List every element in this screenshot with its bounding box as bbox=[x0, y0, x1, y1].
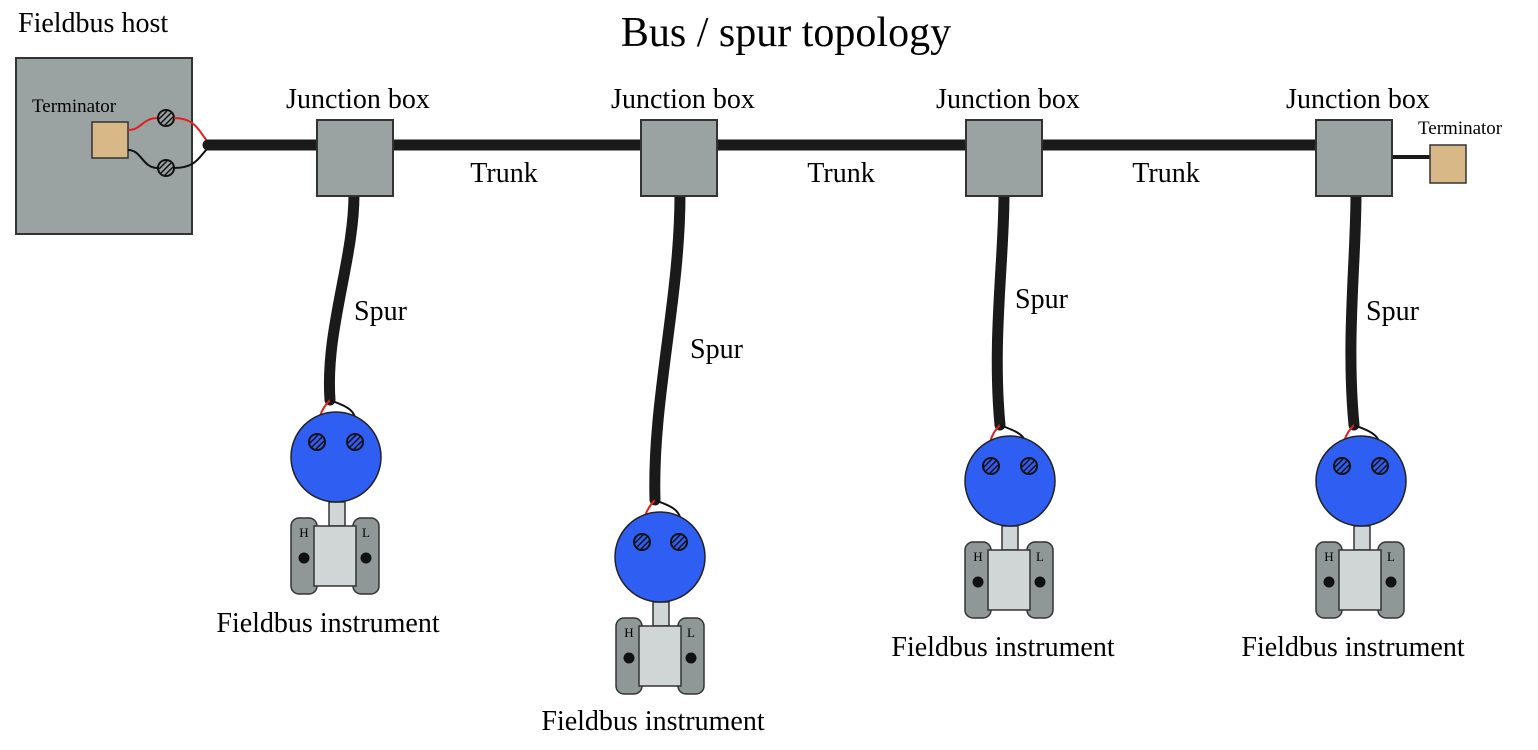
trunk-label-1: Trunk bbox=[470, 158, 537, 189]
junction-box-label: Junction box bbox=[1286, 84, 1430, 115]
instrument-label: Fieldbus instrument bbox=[1241, 632, 1464, 663]
junction-box-label: Junction box bbox=[936, 84, 1080, 115]
spur-cable-1 bbox=[323, 188, 360, 406]
terminal-screw-icon bbox=[982, 457, 1000, 475]
junction-box-label: Junction box bbox=[286, 84, 430, 115]
trunk-label-2: Trunk bbox=[807, 158, 874, 189]
end-terminator-label: Terminator bbox=[1418, 118, 1503, 139]
terminal-screw-icon bbox=[1371, 457, 1389, 475]
high-port-label: H bbox=[299, 525, 308, 540]
high-port-label: H bbox=[1324, 549, 1333, 564]
host-terminator bbox=[91, 121, 129, 159]
fieldbus-instrument-4: H L Fieldbus instrument bbox=[1241, 424, 1465, 663]
fieldbus-instrument-3: H L Fieldbus instrument bbox=[891, 424, 1115, 663]
spur-cable-4 bbox=[1345, 188, 1362, 431]
spur-label-2: Spur bbox=[690, 334, 744, 365]
low-port-label: L bbox=[687, 625, 695, 640]
terminal-screw-icon bbox=[1020, 457, 1038, 475]
host-red-wire bbox=[127, 117, 159, 131]
junction-box-1: Junction box bbox=[286, 84, 430, 197]
junction-box-4: Junction box bbox=[1286, 84, 1430, 197]
high-port-label: H bbox=[973, 549, 982, 564]
host-terminal-bottom-icon bbox=[157, 159, 175, 177]
terminal-screw-icon bbox=[670, 533, 688, 551]
fieldbus-instrument-2: H L Fieldbus instrument bbox=[541, 499, 765, 737]
spur-label-4: Spur bbox=[1366, 296, 1420, 327]
instrument-label: Fieldbus instrument bbox=[216, 608, 439, 639]
low-port-label: L bbox=[362, 525, 370, 540]
instrument-label: Fieldbus instrument bbox=[891, 632, 1114, 663]
instrument-label: Fieldbus instrument bbox=[541, 706, 764, 737]
diagram-title: Bus / spur topology bbox=[621, 10, 951, 56]
host-label: Fieldbus host bbox=[18, 8, 168, 39]
junction-box-label: Junction box bbox=[611, 84, 755, 115]
terminal-screw-icon bbox=[308, 433, 326, 451]
host-black-wire bbox=[127, 149, 159, 169]
trunk-label-3: Trunk bbox=[1132, 158, 1199, 189]
low-port-label: L bbox=[1387, 549, 1395, 564]
terminal-screw-icon bbox=[346, 433, 364, 451]
junction-box-2: Junction box bbox=[611, 84, 755, 197]
junction-box-3: Junction box bbox=[936, 84, 1080, 197]
terminal-screw-icon bbox=[633, 533, 651, 551]
spur-label-3: Spur bbox=[1015, 284, 1069, 315]
host-terminal-top-icon bbox=[157, 109, 175, 127]
fieldbus-instrument-1: H L Fieldbus instrument bbox=[216, 399, 440, 639]
spur-cable-2 bbox=[649, 188, 686, 506]
end-terminator bbox=[1429, 144, 1467, 184]
low-port-label: L bbox=[1036, 549, 1044, 564]
high-port-label: H bbox=[624, 625, 633, 640]
spur-label-1: Spur bbox=[354, 296, 408, 327]
terminal-screw-icon bbox=[1333, 457, 1351, 475]
host-terminator-label: Terminator bbox=[32, 96, 117, 117]
spur-cable-3 bbox=[991, 188, 1010, 431]
